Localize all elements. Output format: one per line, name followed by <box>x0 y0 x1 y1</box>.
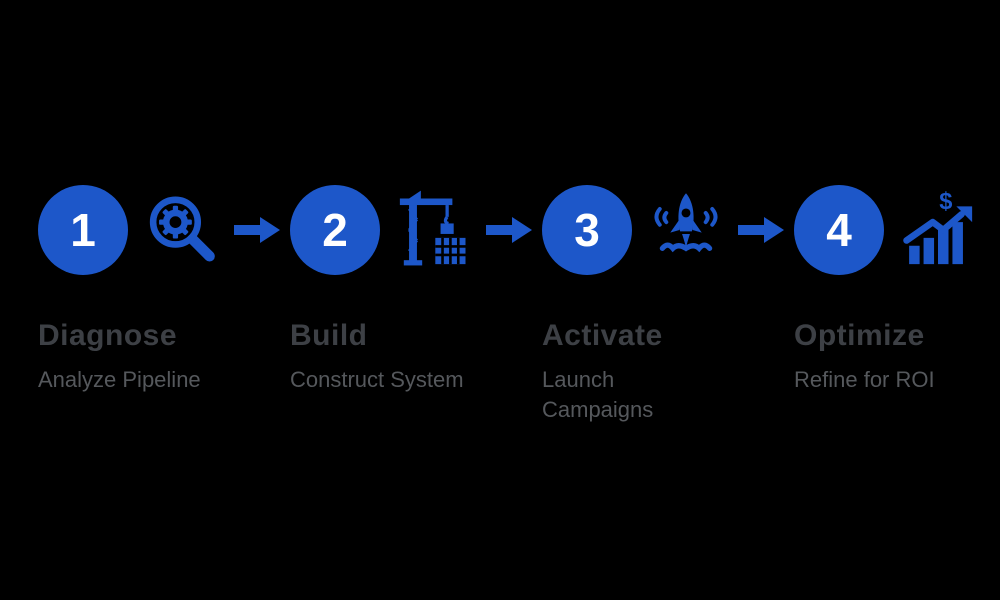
step-subtitle: Launch Campaigns <box>542 367 654 422</box>
step-diagnose: 1 <box>38 185 224 395</box>
step-title: Diagnose <box>38 319 178 352</box>
crane-icon <box>392 188 476 272</box>
step-subtitle: Analyze Pipeline <box>38 367 201 392</box>
svg-text:$: $ <box>939 189 952 215</box>
process-flow-row: 1 <box>38 185 980 424</box>
gear-magnifier-icon <box>140 188 224 272</box>
step-number-badge: 1 <box>38 185 128 275</box>
step-number-badge: 4 <box>794 185 884 275</box>
step-build: 2 <box>290 185 476 395</box>
step-3-head: 3 <box>542 185 728 275</box>
step-number-badge: 2 <box>290 185 380 275</box>
step-title: Build <box>290 319 368 352</box>
step-subtitle: Construct System <box>290 367 464 392</box>
step-title: Optimize <box>794 319 925 352</box>
arrow-right-icon <box>486 217 532 248</box>
arrow-right-icon <box>234 217 280 248</box>
step-subtitle: Refine for ROI <box>794 367 935 392</box>
rocket-icon <box>644 188 728 272</box>
step-number-badge: 3 <box>542 185 632 275</box>
step-4-head: 4 $ <box>794 185 980 275</box>
step-2-head: 2 <box>290 185 476 275</box>
step-activate: 3 Activate <box>542 185 728 424</box>
arrow-right-icon <box>738 217 784 248</box>
growth-chart-icon: $ <box>896 188 980 272</box>
step-1-head: 1 <box>38 185 224 275</box>
step-optimize: 4 $ Optimize Refine for ROI <box>794 185 980 395</box>
step-title: Activate <box>542 319 663 352</box>
